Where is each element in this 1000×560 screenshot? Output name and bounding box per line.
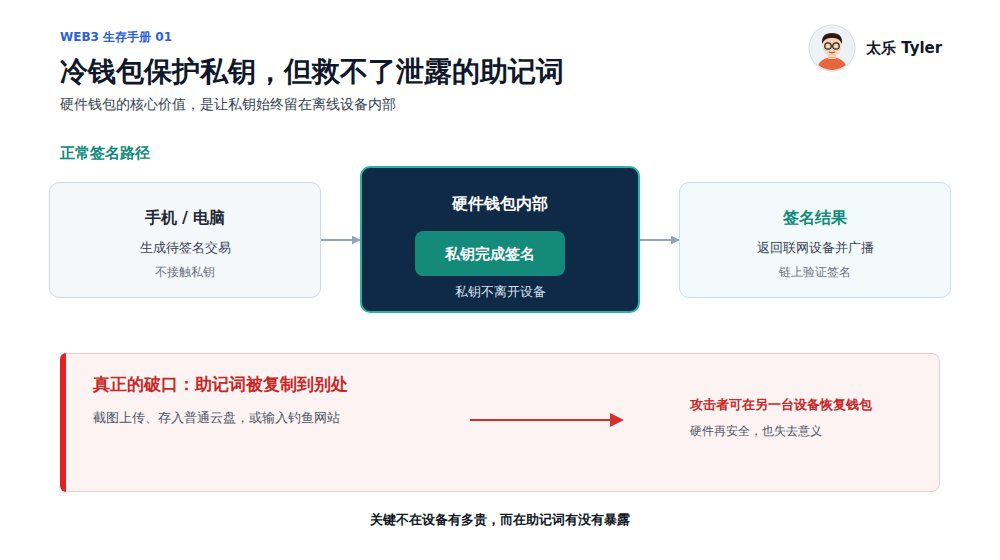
node-heading: 真正的破口：助记词被复制到别处	[93, 374, 348, 394]
node-heading: 私钥完成签名	[445, 245, 535, 263]
node-heading: 硬件钱包内部	[362, 194, 638, 213]
red-arrow	[470, 412, 625, 428]
node-text: 攻击者可在另一台设备恢复钱包	[690, 397, 872, 413]
author-avatar	[808, 24, 856, 72]
flow-arrow	[321, 239, 360, 241]
warning-band: 真正的破口：助记词被复制到别处截图上传、存入普通云盘，或输入钓鱼网站 攻击者可在另…	[60, 353, 940, 492]
series-label: WEB3 生存手册 01	[60, 30, 172, 44]
caption: 关键不在设备有多贵，而在助记词有没有暴露	[0, 512, 1000, 528]
node-heading: 手机 / 电脑	[50, 208, 320, 227]
node-text: 私钥不离开设备	[362, 284, 638, 300]
node-heading: 签名结果	[680, 208, 950, 227]
process-box: 手机 / 电脑生成待签名交易不接触私钥	[49, 182, 321, 298]
section-heading: 正常签名路径	[60, 144, 150, 162]
node-text: 链上验证签名	[680, 265, 950, 279]
node-text: 不接触私钥	[50, 265, 320, 279]
node-text: 返回联网设备并广播	[680, 240, 950, 256]
subtitle: 硬件钱包的核心价值，是让私钥始终留在离线设备内部	[60, 96, 396, 113]
flow-arrow	[640, 239, 679, 241]
page-title: 冷钱包保护私钥，但救不了泄露的助记词	[60, 55, 564, 89]
node-text: 硬件再安全，也失去意义	[690, 424, 822, 438]
node-text: 截图上传、存入普通云盘，或输入钓鱼网站	[93, 410, 340, 426]
result-box: 签名结果返回联网设备并广播链上验证签名	[679, 182, 951, 298]
alert-stripe	[60, 353, 66, 492]
key-pill: 私钥完成签名	[415, 231, 565, 276]
device-box: 硬件钱包内部私钥不离开设备 私钥完成签名	[360, 166, 640, 313]
node-text: 生成待签名交易	[50, 240, 320, 256]
author-name: 太乐 Tyler	[866, 39, 942, 57]
